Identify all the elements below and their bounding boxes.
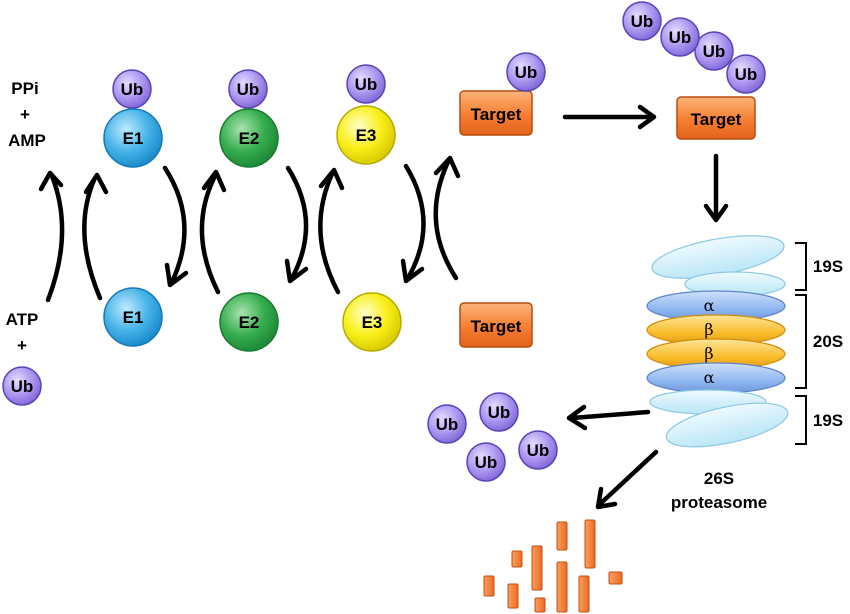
free-ubiquitin: Ub bbox=[2, 366, 42, 406]
curved-arrow-icon bbox=[38, 170, 65, 303]
e3-label: E3 bbox=[362, 313, 383, 332]
arrow-icon bbox=[562, 104, 657, 130]
arrow-icon bbox=[566, 404, 651, 431]
ub-label: Ub bbox=[488, 403, 511, 422]
e2-free: E2 bbox=[219, 292, 279, 352]
curved-arrow-icon bbox=[82, 172, 109, 301]
proteasome-name: proteasome bbox=[671, 493, 767, 512]
e2-label: E2 bbox=[239, 129, 260, 148]
ub-label: Ub bbox=[121, 80, 144, 99]
e2-enzyme bbox=[219, 108, 279, 168]
e3-label: E3 bbox=[356, 126, 377, 145]
ub-label: Ub bbox=[475, 453, 498, 472]
peptide-fragment bbox=[584, 519, 596, 569]
curved-arrow-icon bbox=[284, 165, 309, 284]
cap-19s-label: 19S bbox=[813, 257, 843, 276]
amp-label: AMP bbox=[8, 131, 46, 150]
arrow-icon bbox=[595, 449, 659, 510]
target-label: Target bbox=[691, 110, 742, 129]
peptide-fragment bbox=[556, 521, 568, 551]
peptide-fragment bbox=[534, 597, 546, 613]
bracket-icon bbox=[795, 294, 807, 389]
proteasome-name: 26S bbox=[704, 469, 734, 488]
cap-19s-label: 19S bbox=[813, 411, 843, 430]
curved-arrow-icon bbox=[162, 165, 189, 288]
polyubiquitinated-target: Target Ub Ub Ub Ub bbox=[622, 1, 766, 140]
e3-enzyme bbox=[336, 105, 396, 165]
atp-label: ATP bbox=[6, 310, 39, 329]
peptide-fragment bbox=[511, 550, 523, 568]
peptide-fragment bbox=[556, 561, 568, 613]
cap-19s-top bbox=[651, 235, 786, 297]
ppi-label: PPi bbox=[11, 79, 38, 98]
bracket-icon bbox=[795, 395, 807, 445]
e1-label: E1 bbox=[123, 308, 144, 327]
ub-label: Ub bbox=[436, 415, 459, 434]
peptide-fragment bbox=[483, 575, 495, 597]
target-protein bbox=[459, 90, 533, 136]
core-20s-label: 20S bbox=[813, 332, 843, 351]
e1-ub-complex: Ub E1 bbox=[103, 69, 163, 168]
target-ub-complex: Target Ub bbox=[459, 52, 546, 136]
ub-label: Ub bbox=[11, 377, 34, 396]
e2-ub-complex: Ub E2 bbox=[219, 69, 279, 168]
target-free: Target bbox=[459, 302, 533, 348]
beta-ring-label: β bbox=[704, 344, 713, 363]
target-protein bbox=[459, 302, 533, 348]
peptide-fragment bbox=[608, 571, 623, 585]
alpha-ring-label: α bbox=[704, 368, 715, 387]
ub-label: Ub bbox=[237, 80, 260, 99]
e1-free: E1 bbox=[103, 287, 163, 347]
e2-label: E2 bbox=[239, 313, 260, 332]
ub-label: Ub bbox=[703, 42, 726, 61]
target-label: Target bbox=[471, 105, 522, 124]
core-20s: α β β α bbox=[646, 290, 786, 394]
peptide-fragments bbox=[483, 519, 623, 613]
arrow-icon bbox=[703, 153, 729, 223]
cap-19s-bottom bbox=[649, 389, 789, 448]
peptide-fragment bbox=[578, 575, 590, 613]
ub-label: Ub bbox=[669, 28, 692, 47]
e3-free: E3 bbox=[342, 292, 402, 352]
plus-sign: + bbox=[17, 336, 27, 355]
e1-label: E1 bbox=[123, 129, 144, 148]
curved-arrow-icon bbox=[433, 155, 461, 281]
ub-label: Ub bbox=[527, 441, 550, 460]
e1-enzyme bbox=[103, 108, 163, 168]
released-ubiquitin: Ub Ub Ub Ub bbox=[427, 392, 558, 482]
curved-arrow-icon bbox=[318, 167, 345, 295]
peptide-fragment bbox=[531, 545, 543, 591]
beta-ring-label: β bbox=[704, 320, 713, 339]
alpha-ring-label: α bbox=[704, 296, 715, 315]
peptide-fragment bbox=[507, 583, 519, 609]
target-protein bbox=[676, 96, 756, 140]
proteasome-26s: α β β α bbox=[646, 235, 789, 448]
ub-label: Ub bbox=[355, 75, 378, 94]
e3-ub-complex: Ub E3 bbox=[336, 64, 396, 165]
ub-label: Ub bbox=[631, 12, 654, 31]
ub-label: Ub bbox=[735, 65, 758, 84]
curved-arrow-icon bbox=[199, 169, 227, 295]
target-label: Target bbox=[471, 317, 522, 336]
bracket-icon bbox=[795, 242, 807, 291]
plus-sign: + bbox=[20, 105, 30, 124]
ub-label: Ub bbox=[515, 63, 538, 82]
curved-arrow-icon bbox=[400, 163, 426, 284]
